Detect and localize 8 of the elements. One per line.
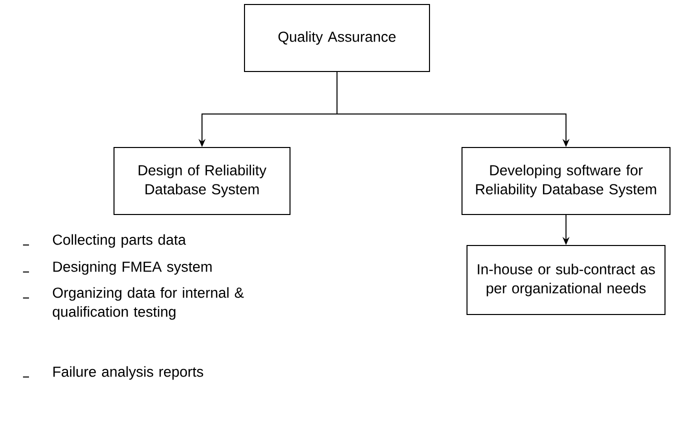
list-item: Designing FMEA system	[53, 261, 212, 275]
process-box: Quality Assurance	[244, 4, 430, 72]
process-box: Developing software for Reliability Database System	[462, 147, 670, 215]
list-item: Failure analysis reports	[53, 366, 204, 380]
list-item: Collecting parts data	[52, 234, 186, 248]
list-item: Organizing data for internal & qualification testing	[52, 287, 244, 320]
process-box: Design of Reliability Database System	[114, 147, 290, 215]
process-box: In-house or sub-contract as per organizational needs	[466, 245, 666, 315]
